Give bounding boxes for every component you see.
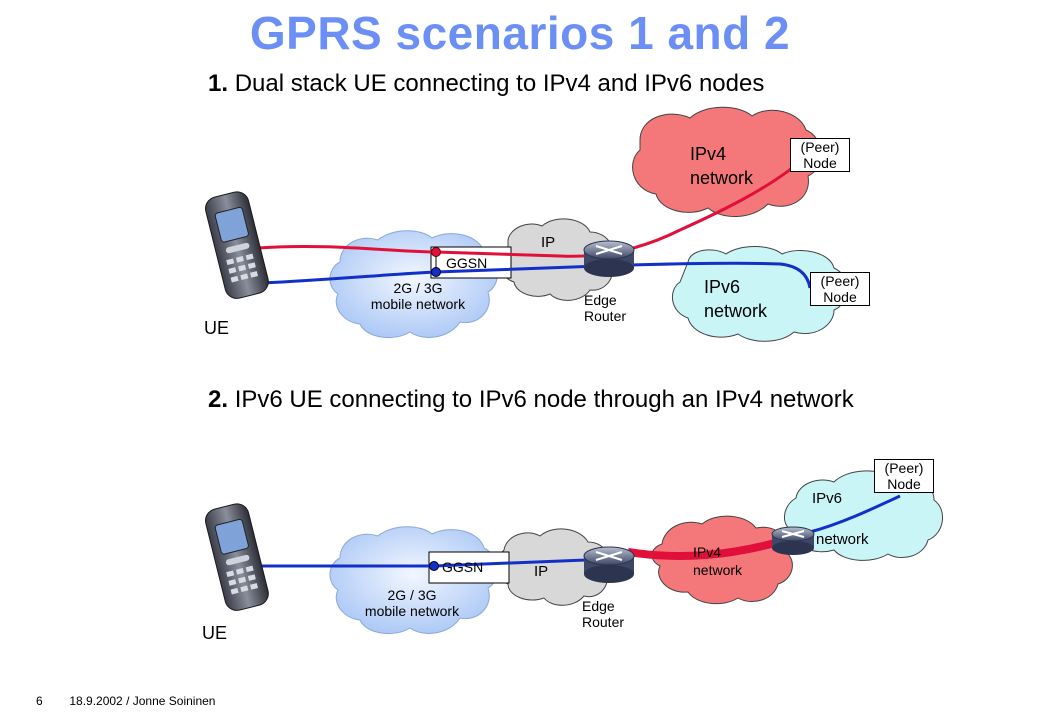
scenario1-peer-node-v4: (Peer) Node (790, 138, 850, 172)
scenario2-heading-text: IPv6 UE connecting to IPv6 node through … (234, 386, 854, 413)
scenario2-ipv4-cloud-label: IPv4 network (693, 544, 743, 578)
scenario1-ip-cloud-label: IP (541, 234, 556, 251)
scenario1-ipv4-cloud (632, 106, 822, 218)
scenario1-ue-label: UE (204, 318, 230, 338)
scenario2-ipv6-cloud-label-bottom: network (816, 531, 869, 548)
scenario1-peer-node-v6: (Peer) Node (810, 272, 870, 306)
scenario2-ipv6-path-to-peer (809, 494, 901, 534)
scenario2-ipv4-tunnel (627, 536, 788, 560)
scenario2-ggsn-port (429, 561, 439, 571)
scenario1-ipv6-path (261, 261, 812, 289)
page-title: GPRS scenarios 1 and 2 (249, 7, 791, 59)
scenario2-edge-router-label: Edge Router (582, 598, 625, 630)
scenario1-number: 1. (208, 70, 229, 97)
scenario2-ipv4-cloud (651, 515, 793, 605)
footer: 6 18.9.2002 / Jonne Soininen (36, 694, 215, 708)
page-number: 6 (36, 694, 43, 708)
scenario1-edge-router-icon (583, 240, 635, 277)
scenario2-heading: 2. IPv6 UE connecting to IPv6 node throu… (208, 386, 854, 414)
scenario1-heading-text: Dual stack UE connecting to IPv4 and IPv… (234, 70, 765, 97)
scenario2-ip-cloud-label: IP (534, 563, 549, 580)
scenario2-ggsn-label: GGSN (442, 559, 484, 575)
scenario1-ggsn-ipv4-port (431, 247, 441, 257)
footer-text: 18.9.2002 / Jonne Soininen (69, 694, 216, 708)
scenario1-ipv4-cloud-label: IPv4 network (690, 144, 754, 188)
scenario2-ue-phone-icon (205, 503, 269, 611)
scenario1-ggsn-label: GGSN (446, 255, 488, 271)
scenario1-mobile-cloud-label: 2G / 3G mobile network (370, 280, 466, 312)
scenario2-mobile-cloud-label: 2G / 3G mobile network (364, 587, 460, 619)
scenario2-ggsn-box (428, 551, 510, 584)
scenario2-number: 2. (208, 386, 229, 413)
scenario1-ip-cloud (501, 218, 614, 301)
scenario1-ue-phone-icon (205, 191, 269, 299)
scenario1-ipv6-cloud-label: IPv6 network (704, 277, 768, 321)
scenario2-ipv6-cloud-label-top: IPv6 (812, 490, 843, 507)
scenario1-ggsn-ipv6-port (431, 267, 441, 277)
scenario1-ipv6-cloud (672, 246, 848, 342)
scenario2-ipv6-router-icon (771, 526, 815, 555)
scenario2-ue-label: UE (202, 623, 228, 643)
scenario1-edge-router-label: Edge Router (584, 292, 627, 324)
scenario2-ip-cloud (496, 528, 610, 606)
scenario1-heading: 1. Dual stack UE connecting to IPv4 and … (208, 70, 764, 98)
scenario2-edge-router-icon (583, 546, 635, 583)
scenario2-peer-node: (Peer) Node (874, 459, 934, 493)
